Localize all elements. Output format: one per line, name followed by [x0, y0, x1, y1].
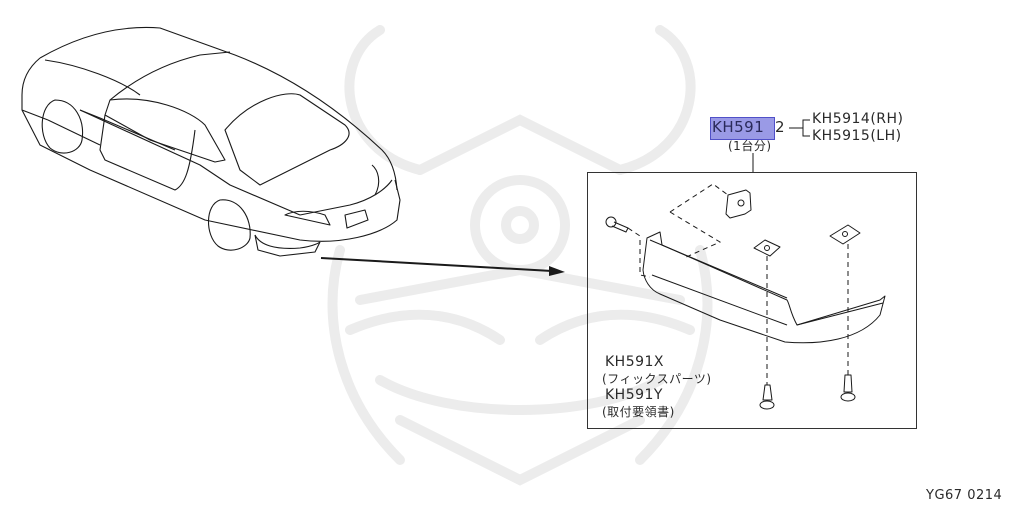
- retainer-clip-top: [725, 189, 752, 219]
- sub-part-lh[interactable]: KH5915(LH): [812, 128, 902, 144]
- screw-bottom-center-icon: [759, 384, 775, 410]
- arrowhead-icon: [549, 266, 565, 276]
- main-part-number-highlight[interactable]: [710, 117, 775, 140]
- included-item-instructions-number[interactable]: KH591Y: [605, 387, 663, 403]
- included-item-fix-parts-desc: (フィックスパーツ): [602, 372, 712, 386]
- drawing-code: YG67 0214: [926, 488, 1003, 503]
- main-part-number-prefix[interactable]: KH591: [712, 118, 765, 136]
- included-item-instructions-desc: (取付要領書): [602, 405, 675, 419]
- quantity-note: (1台分): [728, 139, 772, 153]
- main-part-number-suffix: 2: [775, 118, 786, 136]
- screw-bottom-right-icon: [840, 374, 856, 402]
- rear-spoiler-part: [642, 231, 886, 344]
- included-item-fix-parts-number[interactable]: KH591X: [605, 354, 665, 370]
- clip-nut-center: [753, 239, 781, 257]
- screw-left-icon: [605, 216, 629, 233]
- sub-part-rh[interactable]: KH5914(RH): [812, 111, 904, 127]
- clip-nut-right: [829, 224, 861, 245]
- exploded-detail-box: [587, 172, 917, 429]
